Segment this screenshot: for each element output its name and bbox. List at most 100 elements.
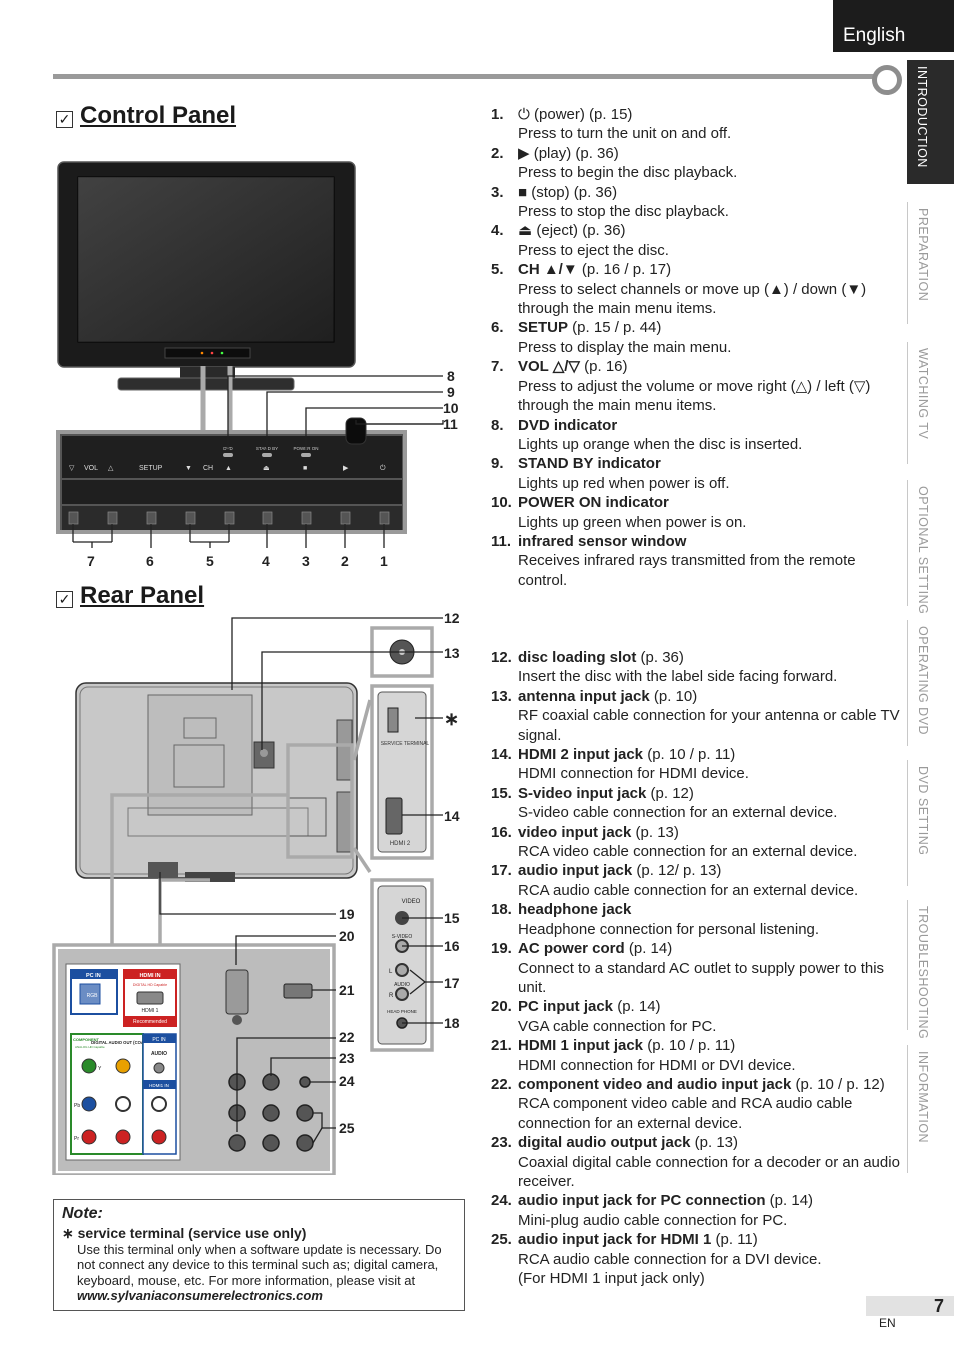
item-heading: DVD indicator (518, 416, 901, 435)
side-tab-troubleshooting[interactable]: TROUBLESHOOTING (907, 900, 954, 1039)
list-item: 13.antenna input jack (p. 10)RF coaxial … (491, 687, 901, 745)
list-item: 1.⏻ (power) (p. 15)Press to turn the uni… (491, 105, 901, 144)
item-heading: digital audio output jack (p. 13) (518, 1133, 901, 1152)
tv-rear-illustration (75, 682, 358, 882)
callout-3: 3 (302, 553, 310, 569)
item-description: RCA audio cable connection for an extern… (518, 881, 859, 899)
callout-16: 16 (444, 938, 460, 954)
pr-label: Pr (74, 1136, 79, 1142)
item-name: headphone jack (518, 901, 632, 919)
header-rule-circle (872, 65, 902, 95)
power-icon: ⏻ (380, 464, 386, 472)
list-item: 17.audio input jack (p. 12/ p. 13)RCA au… (491, 861, 901, 900)
item-number: 22. (491, 1075, 512, 1093)
callout-5: 5 (206, 553, 214, 569)
callout-20: 20 (339, 928, 355, 944)
recommended-label: Recommended (133, 1019, 167, 1025)
side-tab-watching-tv[interactable]: WATCHING TV (907, 342, 954, 464)
checkbox-icon: ✓ (56, 591, 73, 608)
item-heading: SETUP (p. 15 / p. 44) (518, 318, 901, 337)
callout-21: 21 (339, 982, 355, 998)
item-number: 24. (491, 1192, 512, 1210)
item-number: 15. (491, 784, 512, 802)
item-number: 13. (491, 687, 512, 705)
list-item: 24.audio input jack for PC connection (p… (491, 1191, 901, 1230)
item-number: 6. (491, 319, 504, 337)
note-url-link[interactable]: www.sylvaniaconsumerelectronics.com (77, 1287, 323, 1303)
side-tab-label: INFORMATION (916, 1051, 930, 1144)
item-heading: audio input jack for HDMI 1 (p. 11) (518, 1230, 901, 1249)
list-item: 15.S-video input jack (p. 12)S-video cab… (491, 784, 901, 823)
rgb-label: RGB (87, 993, 99, 999)
item-heading: headphone jack (518, 900, 901, 919)
note-heading: ∗ service terminal (service use only) (62, 1225, 307, 1241)
side-tab-optional-setting[interactable]: OPTIONAL SETTING (907, 480, 954, 614)
side-tab-introduction[interactable]: INTRODUCTION (907, 60, 954, 184)
item-heading: STAND BY indicator (518, 454, 901, 473)
item-ref: (p. 16 / p. 17) (577, 261, 672, 279)
note-body: Use this terminal only when a software u… (62, 1242, 456, 1303)
side-tab-information[interactable]: INFORMATION (907, 1045, 954, 1173)
list-item: 4.⏏ (eject) (p. 36)Press to eject the di… (491, 221, 901, 260)
item-heading: PC input jack (p. 14) (518, 997, 901, 1016)
item-ref: (p. 10) (649, 687, 698, 705)
setup-label: SETUP (139, 465, 163, 472)
side-tab-dvd-setting[interactable]: DVD SETTING (907, 760, 954, 886)
item-name: CH ▲/▼ (518, 261, 578, 279)
list-item: 14.HDMI 2 input jack (p. 10 / p. 11)HDMI… (491, 745, 901, 784)
item-ref: (p. 14) (613, 998, 661, 1016)
item-name: SETUP (518, 319, 569, 337)
item-ref: (p. 12/ p. 13) (632, 862, 722, 880)
side-jacks-lower: VIDEO S-VIDEO AUDIO L R HEAD PHONE (377, 885, 427, 1045)
callout-19: 19 (339, 906, 355, 922)
item-number: 23. (491, 1134, 512, 1152)
item-description: Mini-plug audio cable connection for PC. (518, 1211, 788, 1229)
item-number: 9. (491, 455, 504, 473)
item-heading: audio input jack (p. 12/ p. 13) (518, 861, 901, 880)
item-heading: disc loading slot (p. 36) (518, 648, 901, 667)
item-number: 16. (491, 823, 512, 841)
item-heading: ⏻ (power) (p. 15) (518, 105, 901, 124)
item-description: HDMI connection for HDMI or DVI device. (518, 1056, 796, 1074)
vol-label: VOL (84, 465, 98, 472)
item-symbol-icon: ▶ (518, 144, 530, 162)
list-item: 19.AC power cord (p. 14)Connect to a sta… (491, 939, 901, 997)
item-description: RCA component video cable and RCA audio … (518, 1095, 853, 1132)
service-terminal-label: SERVICE TERMINAL (381, 741, 430, 747)
ch-up-icon: ▲ (225, 465, 232, 472)
audio-label: AUDIO (394, 982, 410, 988)
component-label: COMPONENT (73, 1037, 100, 1042)
callout-10: 10 (443, 400, 459, 416)
item-number: 11. (491, 532, 512, 550)
side-tab-operating-dvd[interactable]: OPERATING DVD (907, 620, 954, 746)
item-name: HDMI 1 input jack (518, 1037, 644, 1055)
item-name: PC input jack (518, 998, 614, 1016)
item-ref: (p. 10 / p. 11) (643, 1037, 736, 1055)
side-tab-label: DVD SETTING (916, 766, 930, 856)
list-item: 23. digital audio output jack (p. 13)Coax… (491, 1133, 901, 1191)
rear-panel-title-text: Rear Panel (80, 582, 205, 609)
callout-6: 6 (146, 553, 154, 569)
item-description: Press to select channels or move up (▲) … (518, 280, 867, 318)
callout-23: 23 (339, 1050, 355, 1066)
item-number: 21. (491, 1037, 512, 1055)
item-description: Coaxial digital cable connection for a d… (518, 1153, 900, 1190)
eject-icon: ⏏ (263, 465, 270, 472)
item-description: Receives infrared rays transmitted from … (518, 552, 856, 589)
list-item: 12.disc loading slot (p. 36)Insert the d… (491, 648, 901, 687)
item-number: 5. (491, 261, 504, 279)
digital-audio-out-label: DIGITAL AUDIO OUT (COAXIAL) (91, 1040, 155, 1045)
item-description: Press to adjust the volume or move right… (518, 377, 871, 415)
callout-9: 9 (447, 384, 455, 400)
control-panel-title: ✓Control Panel (56, 102, 236, 130)
side-tab-label: TROUBLESHOOTING (916, 906, 930, 1040)
item-name: video input jack (518, 823, 632, 841)
list-item: 16.video input jack (p. 13)RCA video cab… (491, 823, 901, 862)
item-heading: video input jack (p. 13) (518, 823, 901, 842)
side-tab-preparation[interactable]: PREPARATION (907, 202, 954, 324)
pc-in2-label: PC IN (152, 1037, 166, 1043)
callout-12: 12 (444, 610, 460, 626)
stop-icon: ■ (303, 465, 307, 472)
